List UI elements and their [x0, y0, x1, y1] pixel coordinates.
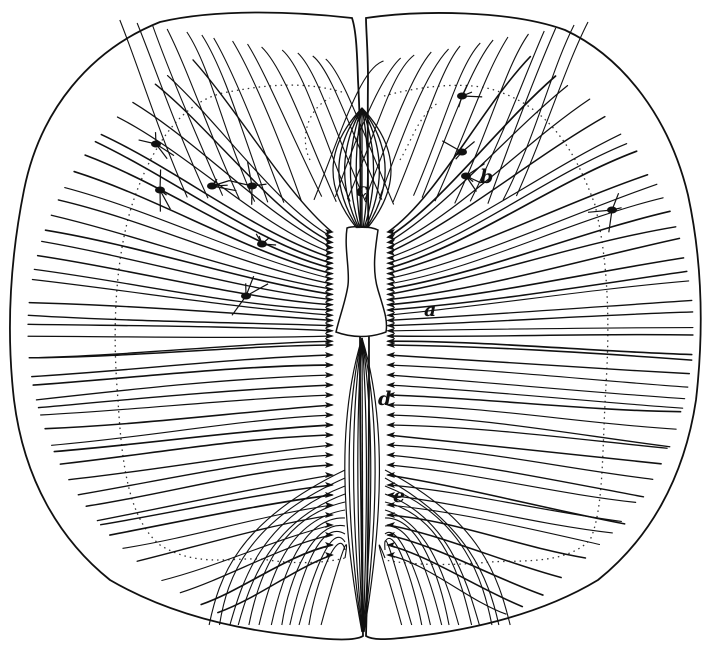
right-fiber — [388, 365, 688, 387]
left-dorsal-fiber — [120, 20, 188, 197]
left-fiber — [29, 341, 332, 358]
left-fiber — [95, 142, 332, 263]
left-fiber-terminal — [325, 297, 334, 303]
right-fiber-terminal — [386, 286, 395, 292]
left-ventral-fiber — [271, 518, 345, 625]
right-fiber — [388, 355, 689, 374]
left-fiber-terminal — [325, 255, 334, 261]
right-fiber — [388, 151, 637, 268]
right-fiber-terminal — [386, 260, 395, 266]
central-canal — [336, 227, 387, 337]
right-fiber-terminal — [386, 281, 395, 287]
right-fiber — [388, 455, 643, 497]
label-c: c — [356, 179, 368, 201]
left-dorsal-fiber — [137, 23, 208, 198]
left-fiber-terminal — [325, 281, 334, 287]
left-fiber — [41, 395, 332, 415]
left-fiber — [28, 324, 332, 330]
left-fiber — [52, 415, 332, 445]
right-fiber — [388, 425, 667, 448]
left-fiber-terminal — [325, 542, 334, 548]
right-fiber — [388, 335, 693, 337]
right-dorsal-fiber — [435, 37, 508, 201]
left-dorsal-fiber — [187, 32, 255, 202]
left-dorsal-fiber — [202, 35, 268, 202]
left-fiber — [33, 365, 332, 385]
left-fiber — [45, 405, 332, 429]
right-fiber-terminal — [386, 276, 395, 282]
left-fiber — [85, 155, 332, 268]
left-fiber — [69, 445, 332, 480]
left-fiber — [168, 76, 332, 238]
right-fiber-terminal — [386, 265, 395, 271]
label-b: b — [480, 166, 493, 188]
left-fiber-terminal — [325, 472, 334, 478]
left-fiber-terminal — [325, 291, 334, 297]
left-ventral-fiber — [321, 545, 346, 625]
left-fiber-terminal — [325, 286, 334, 292]
right-fiber — [388, 415, 670, 447]
left-fiber-terminal — [325, 260, 334, 266]
right-fiber-terminal — [386, 250, 395, 256]
left-fiber — [28, 336, 332, 337]
right-fiber — [388, 375, 685, 399]
right-fiber — [388, 341, 692, 354]
neuron-dendrite — [156, 132, 157, 144]
right-fiber — [388, 117, 605, 253]
label-a: a — [424, 299, 436, 321]
right-fiber — [388, 465, 636, 502]
right-fiber — [388, 328, 693, 331]
right-fiber — [388, 505, 599, 544]
left-dorsal-fiber — [282, 50, 350, 201]
left-ventral-fiber — [299, 537, 345, 625]
right-dorsal-fiber — [516, 22, 588, 196]
neuron-dendrite — [160, 170, 161, 191]
right-fiber — [388, 395, 681, 412]
left-fiber — [133, 102, 332, 247]
right-fiber-terminal — [386, 255, 395, 261]
left-dorsal-fiber — [233, 41, 302, 202]
label-d: d — [378, 388, 391, 410]
label-e: e — [393, 485, 405, 507]
left-fiber-terminal — [325, 250, 334, 256]
dorsal-fiber-bundle — [333, 108, 391, 228]
right-dorsal-fiber — [393, 46, 460, 202]
left-fiber — [101, 485, 332, 525]
left-fiber-terminal — [325, 245, 334, 251]
left-fiber-terminal — [325, 276, 334, 282]
right-fiber — [388, 76, 556, 237]
left-fiber-terminal — [325, 271, 334, 277]
right-fiber — [388, 238, 679, 299]
right-fiber-terminal — [386, 291, 395, 297]
left-fiber — [42, 241, 332, 299]
right-ventral-fiber — [379, 545, 401, 625]
right-fiber — [388, 515, 585, 558]
left-fiber-terminal — [325, 265, 334, 271]
right-half-outline — [366, 13, 701, 639]
right-fiber — [388, 175, 648, 274]
right-fiber-terminal — [386, 271, 395, 277]
left-fiber — [110, 495, 332, 535]
left-fiber — [218, 555, 332, 613]
